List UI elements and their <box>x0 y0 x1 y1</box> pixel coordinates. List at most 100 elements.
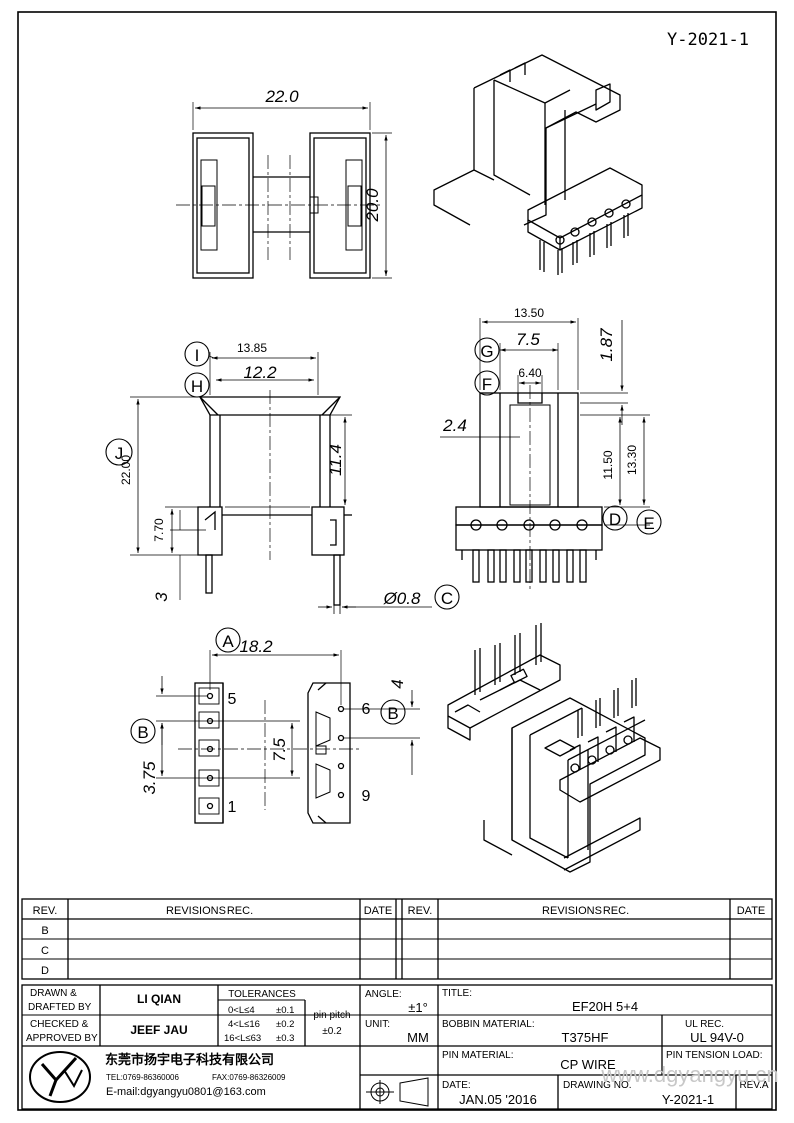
front-view <box>130 352 352 606</box>
dim-f: 6.40 <box>518 366 542 380</box>
drawing-no-label: DRAWING NO. <box>563 1080 632 1091</box>
top-height-dim: 20.0 <box>363 188 382 223</box>
dim-3-75: 3.75 <box>140 761 159 795</box>
svg-text:E: E <box>643 514 654 533</box>
title-block <box>21 984 773 1110</box>
top-width-dim: 22.0 <box>264 87 299 106</box>
top-view <box>176 102 392 279</box>
drawing-id-top: Y-2021-1 <box>667 30 749 50</box>
dim-i: 13.85 <box>237 341 267 355</box>
dim-13-50: 13.50 <box>514 306 544 320</box>
svg-text:D: D <box>609 510 621 529</box>
svg-text:I: I <box>195 346 200 365</box>
pin-number-5: 5 <box>228 691 237 708</box>
tol-range-2: 4<L≤16 <box>228 1019 260 1030</box>
bottom-view <box>156 650 420 824</box>
dim-2-4: 2.4 <box>442 416 467 435</box>
ul-rec-value: UL 94V-0 <box>690 1030 744 1045</box>
balloon-j: J <box>105 438 133 466</box>
tol-range-1: 0<L≤4 <box>228 1005 255 1016</box>
rev-row-b: B <box>41 925 48 937</box>
pin-pitch-label: pin pitch <box>313 1010 350 1021</box>
dim-j: 22.00 <box>119 455 133 485</box>
balloon-b-right: B <box>380 699 406 725</box>
dim-7-5: 7.5 <box>270 738 289 762</box>
dim-g: 7.5 <box>516 330 540 349</box>
drawn-label-line1: DRAWN & <box>30 988 77 999</box>
date-header-left: DATE <box>364 905 393 917</box>
pin-number-1: 1 <box>228 799 237 816</box>
svg-text:B: B <box>137 723 148 742</box>
pin-number-9: 9 <box>362 788 371 805</box>
revision-table <box>21 898 773 980</box>
revisions-header-left: REVISIONS <box>166 905 226 917</box>
sheet-border <box>17 11 777 1111</box>
rev-level: REV.A <box>739 1080 768 1091</box>
dim-11-4: 11.4 <box>326 444 345 476</box>
rev-row-d: D <box>41 965 49 977</box>
angle-label: ANGLE: <box>365 989 402 1000</box>
rec-header-right: REC. <box>603 905 629 917</box>
iso-view-bottom <box>447 623 661 873</box>
svg-text:A: A <box>222 632 234 651</box>
dim-h: 12.2 <box>243 363 277 382</box>
svg-text:H: H <box>191 377 203 396</box>
balloon-g: G <box>474 337 500 363</box>
svg-text:J: J <box>115 444 124 463</box>
date-label: DATE: <box>442 1080 471 1091</box>
tolerances-label: TOLERANCES <box>228 989 296 1000</box>
balloon-c: C <box>434 584 460 610</box>
title-label: TITLE: <box>442 988 472 999</box>
balloon-f: F <box>474 370 500 396</box>
date-header-right: DATE <box>737 905 766 917</box>
drawing-no-value: Y-2021-1 <box>662 1092 714 1107</box>
tol-value-1: ±0.1 <box>276 1005 294 1016</box>
svg-text:G: G <box>480 342 493 361</box>
tol-range-3: 16<L≤63 <box>224 1033 261 1044</box>
dim-13-30: 13.30 <box>625 445 639 475</box>
rev-row-c: C <box>41 945 49 957</box>
checked-by-name: JEEF JAU <box>130 1023 187 1037</box>
rec-header-left: REC. <box>227 905 253 917</box>
balloon-a: A <box>215 627 241 653</box>
drawn-by-name: LI QIAN <box>137 992 181 1006</box>
bobbin-material-label: BOBBIN MATERIAL: <box>442 1019 535 1030</box>
svg-text:C: C <box>441 589 453 608</box>
pin-pitch-value: ±0.2 <box>322 1026 342 1037</box>
balloon-b-left: B <box>130 718 156 744</box>
bobbin-material-value: T375HF <box>562 1030 609 1045</box>
dim-a: 18.2 <box>239 637 273 656</box>
pin-number-6: 6 <box>362 701 371 718</box>
balloon-h: H <box>184 372 210 398</box>
unit-label: UNIT: <box>365 1019 390 1030</box>
pin-material-value: CP WIRE <box>560 1057 616 1072</box>
side-view <box>440 318 650 590</box>
dim-11-50: 11.50 <box>601 450 615 479</box>
angle-value: ±1° <box>408 1000 428 1015</box>
unit-value: MM <box>407 1030 429 1045</box>
rev-header-left: REV. <box>33 905 58 917</box>
drawn-label-line2: DRAFTED BY <box>28 1002 92 1013</box>
svg-text:B: B <box>387 704 398 723</box>
watermark: www.dgyangyu.cn <box>600 1062 778 1087</box>
balloon-i: I <box>184 341 215 367</box>
balloon-d: D <box>602 505 628 531</box>
revisions-header-right: REVISIONS <box>542 905 602 917</box>
company-name: 东莞市扬宇电子科技有限公司 <box>105 1052 274 1067</box>
balloon-e: E <box>636 509 662 535</box>
iso-view-top <box>433 54 643 275</box>
dim-4: 4 <box>388 679 407 688</box>
pin-material-label: PIN MATERIAL: <box>442 1050 514 1061</box>
pin-diameter-value: Ø0.8 <box>383 589 421 608</box>
third-angle-projection-icon <box>366 1077 429 1107</box>
dim-7-70: 7.70 <box>152 518 166 542</box>
company-email: E-mail:dgyangyu0801@163.com <box>106 1086 266 1098</box>
dim-3: 3 <box>152 592 171 602</box>
dim-1-87: 1.87 <box>597 328 616 362</box>
checked-label-line2: APPROVED BY <box>26 1033 98 1044</box>
tol-value-2: ±0.2 <box>276 1019 294 1030</box>
svg-text:F: F <box>482 375 492 394</box>
pin-tension-label: PIN TENSION LOAD: <box>666 1050 763 1061</box>
company-fax: FAX:0769-86326009 <box>212 1073 286 1082</box>
